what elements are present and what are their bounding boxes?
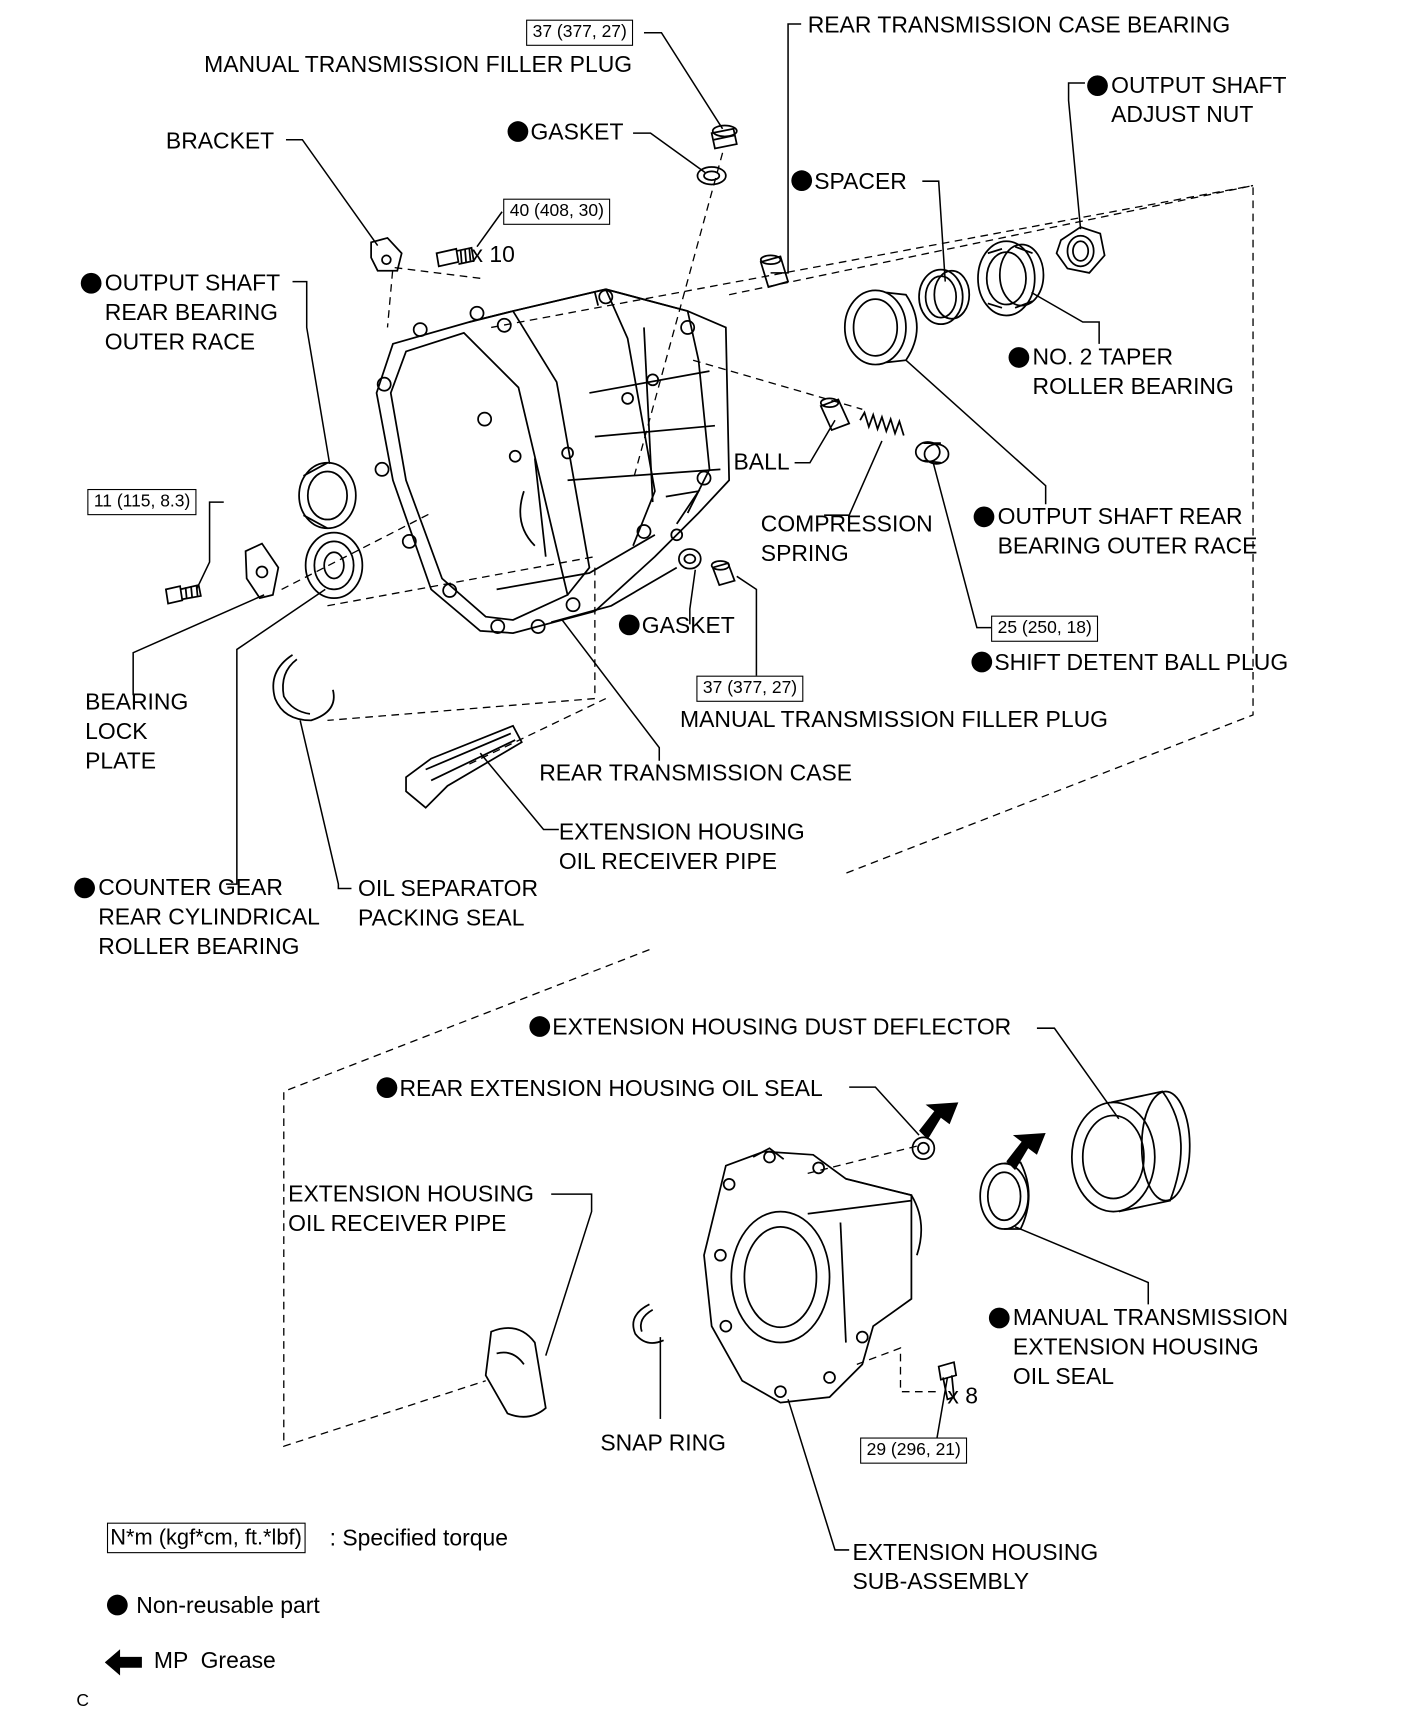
label-compression-spring: COMPRESSION SPRING — [760, 511, 933, 567]
legend-torque-unit-box: N*m (kgf*cm, ft.*lbf) — [106, 1522, 306, 1554]
label-bearing-lock-plate: BEARING LOCK PLATE — [85, 689, 189, 774]
label-rear-transmission-case: REAR TRANSMISSION CASE — [539, 760, 853, 786]
non-reusable-dot-icon — [1008, 347, 1030, 368]
label-ext-housing-oil-receiver-pipe-bottom: EXTENSION HOUSING OIL RECEIVER PIPE — [288, 1182, 534, 1237]
label-mt-filler-plug-top: MANUAL TRANSMISSION FILLER PLUG — [204, 52, 633, 78]
label-ext-housing-sub-assembly: EXTENSION HOUSING SUB-ASSEMBLY — [852, 1540, 1099, 1595]
label-ext-housing-dust-deflector: EXTENSION HOUSING DUST DEFLECTOR — [529, 1013, 1011, 1042]
label-snap-ring: SNAP RING — [600, 1430, 727, 1457]
torque-box-lock-plate-bolt: 11 (115, 8.3) — [87, 488, 197, 516]
non-reusable-dot-icon — [1087, 75, 1108, 97]
legend-grease: MP Grease — [153, 1648, 276, 1674]
torque-box-filler-plug-mid: 37 (377, 27) — [696, 675, 804, 702]
non-reusable-dot-icon — [106, 1594, 128, 1616]
non-reusable-dot-icon — [971, 651, 993, 673]
non-reusable-dot-icon — [988, 1307, 1010, 1329]
label-gasket-mid: GASKET — [618, 611, 735, 640]
leader-lines — [132, 23, 1150, 1551]
label-bolt-qty-8: x 8 — [947, 1384, 979, 1410]
non-reusable-dot-icon — [80, 272, 102, 294]
torque-box-filler-plug-top: 37 (377, 27) — [526, 19, 634, 46]
non-reusable-dot-icon — [507, 121, 529, 142]
non-reusable-dot-icon — [973, 506, 995, 528]
label-bracket: BRACKET — [165, 128, 275, 154]
non-reusable-dot-icon — [618, 614, 640, 636]
label-output-shaft-rear-bearing-outer-race-right: OUTPUT SHAFT REAR BEARING OUTER RACE — [973, 502, 1257, 561]
grease-arrow-icon — [104, 1649, 142, 1676]
non-reusable-dot-icon — [529, 1016, 551, 1037]
label-ext-housing-oil-receiver-pipe-top: EXTENSION HOUSING OIL RECEIVER PIPE — [558, 819, 805, 875]
rear-transmission-case-drawing — [374, 288, 731, 634]
torque-box-ext-housing-bolts: 29 (296, 21) — [860, 1437, 968, 1464]
label-mt-filler-plug-mid: MANUAL TRANSMISSION FILLER PLUG — [680, 707, 1108, 733]
label-rear-ext-housing-oil-seal: REAR EXTENSION HOUSING OIL SEAL — [376, 1074, 823, 1103]
corner-code: C — [76, 1691, 90, 1711]
label-shift-detent-ball-plug: SHIFT DETENT BALL PLUG — [971, 648, 1288, 677]
label-counter-gear-bearing: COUNTER GEAR REAR CYLINDRICAL ROLLER BEA… — [74, 873, 320, 961]
label-bolt-qty-10: x 10 — [471, 242, 515, 268]
non-reusable-dot-icon — [376, 1077, 398, 1099]
parts-bottom — [484, 1090, 1191, 1418]
legend-torque-desc: : Specified torque — [329, 1525, 509, 1552]
label-gasket-top: GASKET — [507, 118, 623, 147]
label-no2-taper-roller-bearing: NO. 2 TAPER ROLLER BEARING — [1008, 343, 1234, 402]
label-ball: BALL — [733, 449, 790, 475]
grease-arrow-icons — [919, 1102, 1046, 1171]
label-rear-case-bearing: REAR TRANSMISSION CASE BEARING — [807, 13, 1231, 39]
label-output-shaft-adjust-nut: OUTPUT SHAFT ADJUST NUT — [1087, 71, 1286, 130]
non-reusable-dot-icon — [74, 877, 95, 899]
non-reusable-dot-icon — [791, 170, 813, 192]
parts-top — [164, 124, 1106, 809]
label-spacer: SPACER — [791, 167, 907, 196]
legend-non-reusable: Non-reusable part — [106, 1591, 320, 1620]
label-output-shaft-rear-bearing-outer-race-left: OUTPUT SHAFT REAR BEARING OUTER RACE — [80, 269, 280, 357]
torque-box-detent-plug: 25 (250, 18) — [991, 615, 1099, 642]
torque-box-case-bolts: 40 (408, 30) — [503, 198, 611, 225]
label-oil-separator-packing-seal: OIL SEPARATOR PACKING SEAL — [358, 876, 539, 932]
label-mt-ext-housing-oil-seal: MANUAL TRANSMISSION EXTENSION HOUSING OI… — [988, 1303, 1288, 1391]
